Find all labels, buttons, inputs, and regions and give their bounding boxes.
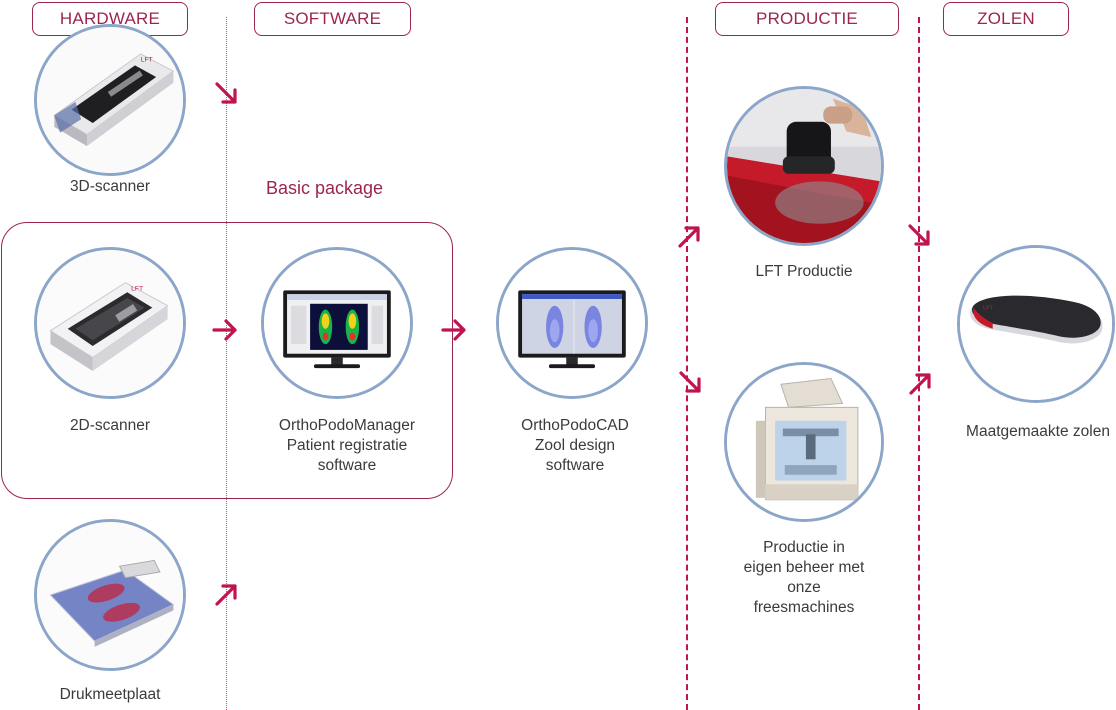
orthopodocad-line1: OrthoPodoCAD xyxy=(521,417,629,434)
eigen-productie-line2: eigen beheer met xyxy=(743,559,865,576)
drukmeetplaat-label: Drukmeetplaat xyxy=(59,686,161,703)
divider-productie-zolen xyxy=(918,17,920,710)
monitor-cad-image xyxy=(496,247,648,399)
orthopodomanager-line3: software xyxy=(317,457,377,474)
arrow-right-icon xyxy=(211,316,239,344)
arrow-up-right-icon xyxy=(676,222,704,250)
arrow-down-right-icon xyxy=(213,80,241,108)
basic-package-frame xyxy=(1,222,453,499)
lft-productie-label: LFT Productie xyxy=(755,263,853,280)
scanner-3d-label: 3D-scanner xyxy=(69,178,151,195)
orthopodocad-line2: Zool design xyxy=(534,437,616,454)
arrow-right-icon xyxy=(440,316,468,344)
scanner-3d-image: LFT xyxy=(34,24,186,176)
milling-brush-image xyxy=(724,86,884,246)
header-productie: PRODUCTIE xyxy=(715,2,899,36)
orthopodocad-label: OrthoPodoCAD Zool design software xyxy=(480,416,670,476)
arrow-down-right-icon xyxy=(906,222,934,250)
header-software: SOFTWARE xyxy=(254,2,411,36)
svg-text:LFT: LFT xyxy=(131,285,143,292)
orthopodomanager-label: OrthoPodoManager Patient registratie sof… xyxy=(252,416,442,476)
svg-text:LFT: LFT xyxy=(983,306,994,312)
eigen-productie-line1: Productie in xyxy=(763,539,845,556)
zolen-label: Maatgemaakte zolen xyxy=(966,423,1110,440)
divider-hardware-software xyxy=(226,17,227,710)
scanner-2d-label: 2D-scanner xyxy=(69,417,151,434)
monitor-footprint-image xyxy=(261,247,413,399)
eigen-productie-line3: onze xyxy=(787,579,821,596)
arrow-up-right-icon xyxy=(907,369,935,397)
arrow-up-right-icon xyxy=(213,580,241,608)
svg-text:LFT: LFT xyxy=(141,57,153,64)
eigen-productie-line4: freesmachines xyxy=(753,599,855,616)
arrow-down-right-icon xyxy=(677,369,705,397)
orthopodocad-line3: software xyxy=(545,457,605,474)
pressure-plate-image xyxy=(34,519,186,671)
divider-software-productie xyxy=(686,17,688,710)
insole-image: LFT xyxy=(957,245,1115,403)
basic-package-label: Basic package xyxy=(266,178,384,198)
milling-machine-image xyxy=(724,362,884,522)
orthopodomanager-line1: OrthoPodoManager xyxy=(278,417,416,434)
scanner-2d-image: LFT xyxy=(34,247,186,399)
header-zolen: ZOLEN xyxy=(943,2,1069,36)
orthopodomanager-line2: Patient registratie xyxy=(286,437,408,454)
eigen-productie-label: Productie in eigen beheer met onze frees… xyxy=(714,538,894,618)
